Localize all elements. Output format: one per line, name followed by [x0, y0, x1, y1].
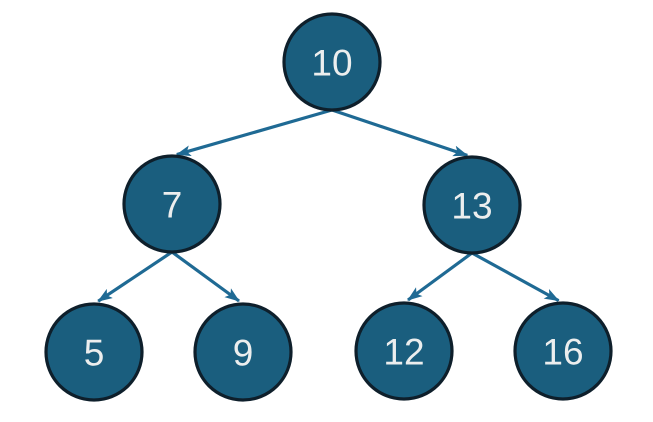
- tree-edge-13-12: [407, 251, 473, 302]
- tree-node-13: 13: [422, 155, 522, 255]
- tree-node-12: 12: [354, 301, 454, 401]
- tree-node-circle-16: [513, 301, 613, 401]
- tree-node-16: 16: [513, 301, 613, 401]
- tree-node-10: 10: [282, 12, 382, 112]
- tree-edge-7-5: [97, 250, 173, 303]
- tree-edge-13-16: [471, 251, 560, 303]
- tree-node-5: 5: [44, 302, 144, 402]
- tree-node-circle-12: [354, 301, 454, 401]
- tree-node-9: 9: [193, 302, 293, 402]
- tree-edge-7-9: [171, 250, 240, 303]
- tree-node-circle-5: [44, 302, 144, 402]
- tree-node-circle-10: [282, 12, 382, 112]
- tree-node-7: 7: [122, 154, 222, 254]
- edges-layer: [97, 108, 560, 303]
- tree-node-circle-9: [193, 302, 293, 402]
- tree-edge-10-13: [331, 108, 469, 157]
- tree-node-circle-13: [422, 155, 522, 255]
- tree-edge-10-7: [175, 108, 333, 157]
- tree-node-circle-7: [122, 154, 222, 254]
